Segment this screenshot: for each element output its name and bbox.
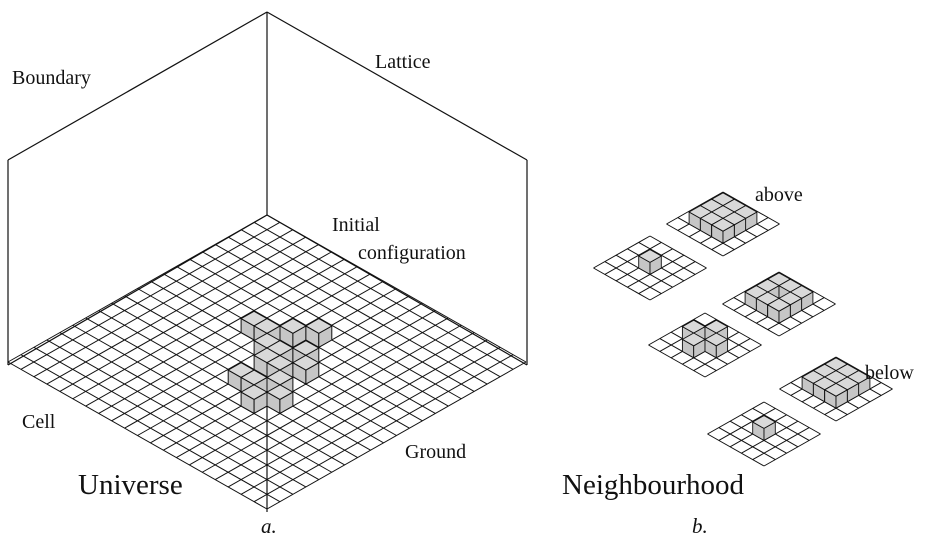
cell-label: Cell [22, 411, 56, 433]
neighbourhood-grid-below-right-grid-line [835, 356, 893, 390]
neighbourhood-grid-above-right-grid-line [666, 223, 724, 257]
universe-title: Universe [78, 469, 183, 501]
configuration-cube [304, 318, 333, 349]
neighbourhood-grid-below-left [707, 401, 821, 467]
neighbourhood-grid-above-right-cube-face [710, 217, 736, 232]
boundary-edge [7, 11, 268, 161]
neighbourhood-grid-middle-right-grid-line [778, 271, 836, 305]
ground-grid-line [33, 346, 294, 495]
ground-grid-line [266, 361, 527, 510]
neighbourhood-grid-above-left-grid-line [638, 261, 696, 295]
ground-grid-line [240, 346, 501, 495]
neighbourhood-grid-middle-left-cube-face [704, 332, 729, 347]
neighbourhood-grid-above-left-grid-line [593, 235, 651, 269]
neighbourhood-grid-middle-right-grid-line [778, 303, 836, 337]
neighbourhood-grid-below-left-grid-line [763, 433, 821, 467]
neighbourhood-grid-above-left-grid-line [604, 241, 662, 275]
neighbourhood-grid-middle-right-cube-face [766, 297, 792, 312]
neighbourhood-grid-middle-left-grid-line [704, 344, 762, 378]
neighbourhood-grid-middle-right-grid-line [722, 271, 780, 305]
configuration-cube [265, 384, 294, 415]
neighbourhood-grid-below-right-grid-line [779, 388, 837, 422]
ground-grid-line [59, 332, 320, 481]
above-label: above [755, 184, 803, 206]
neighbourhood-grid-above-right-cube [710, 217, 736, 244]
figure-a-caption: a. [261, 514, 277, 538]
configuration-cube [240, 384, 269, 415]
neighbourhood-grid-below-right [779, 356, 893, 422]
neighbourhood-grid-middle-left-grid-line [648, 312, 706, 346]
neighbourhood-grid-middle-left-cube-face [681, 332, 706, 347]
configuration-cube-face [291, 354, 320, 371]
neighbourhood-grid-above-left-grid-line [604, 261, 662, 295]
initial-configuration-label-line2: configuration [358, 242, 466, 264]
neighbourhood-grid-below-left-grid-line [707, 433, 765, 467]
neighbourhood-grid-below-left-cube-face [751, 415, 777, 429]
neighbourhood-grid-middle-right-cube [766, 297, 792, 324]
neighbourhood-grid-above-right-grid-line [666, 191, 724, 225]
configuration-cube-face [240, 384, 269, 400]
neighbourhood-grid-below-right-grid-line [779, 356, 837, 390]
configuration-cube [291, 354, 320, 385]
neighbourhood-grid-below-left-cube [751, 415, 777, 442]
ground-grid-line [202, 324, 462, 473]
neighbourhood-grid-above-right-grid-line [722, 191, 780, 225]
neighbourhood-grid-below-left-grid-line [763, 401, 821, 435]
neighbourhood-grid-middle-left-cube [704, 332, 729, 359]
ground-label: Ground [405, 441, 466, 463]
neighbourhood-grid-middle-left [648, 312, 762, 378]
ground-grid-line [85, 317, 345, 466]
neighbourhood-grid-above-left-grid-line [593, 267, 651, 301]
neighbourhood-grid-above-left-cube [637, 249, 663, 276]
neighbourhood-grid-middle-right [722, 271, 836, 337]
configuration-cube-face [304, 318, 333, 334]
neighbourhood-grid-middle-right-grid-line [722, 303, 780, 337]
ground-grid-line [227, 339, 488, 488]
neighbourhood-grid-below-right-cube-face [823, 382, 849, 397]
configuration-cube [278, 318, 307, 349]
neighbourhood-grid-below-left-grid-line [707, 401, 765, 435]
neighbourhood-grid-below-left-grid-line [718, 407, 776, 441]
neighbourhood-grid-middle-left-grid-line [704, 312, 762, 346]
below-label: below [865, 362, 914, 384]
configuration-cube-face [265, 384, 294, 400]
ground-grid-line [7, 361, 268, 510]
figure-b-caption: b. [692, 514, 708, 538]
lattice-label: Lattice [375, 51, 431, 73]
ground-grid-line [189, 317, 449, 466]
ground-grid-line [72, 324, 332, 473]
ground-grid-line [214, 332, 475, 481]
neighbourhood-grid-above-left-grid-line [638, 241, 696, 275]
neighbourhood-grid-below-right-grid-line [835, 388, 893, 422]
neighbourhood-grid-below-left-grid-line [752, 427, 810, 461]
ground-grid-line [253, 354, 514, 503]
neighbourhood-title: Neighbourhood [562, 469, 745, 501]
configuration-cube-face [278, 318, 307, 334]
neighbourhood-grid-above-left-grid-line [649, 235, 707, 269]
boundary-label: Boundary [12, 67, 91, 89]
ground-grid-line [46, 339, 307, 488]
neighbourhood-grid-above-left-cube-face [637, 249, 663, 263]
neighbourhood-grid-middle-left-grid-line [648, 344, 706, 378]
neighbourhood-grid-above-left [593, 235, 707, 301]
neighbourhood-grid-above-right-grid-line [722, 223, 780, 257]
neighbourhood-grid-below-right-cube [823, 382, 849, 409]
neighbourhood-grid-above-right [666, 191, 780, 257]
neighbourhood-grid-below-left-grid-line [752, 407, 810, 441]
universe-panel [7, 11, 528, 512]
ground-grid-line [20, 354, 281, 503]
initial-configuration-label-line1: Initial [332, 214, 380, 236]
neighbourhood-grid-above-left-grid-line [649, 267, 707, 301]
neighbourhood-panel [593, 191, 893, 467]
boundary-edge [266, 11, 528, 161]
neighbourhood-grid-below-left-grid-line [718, 427, 776, 461]
